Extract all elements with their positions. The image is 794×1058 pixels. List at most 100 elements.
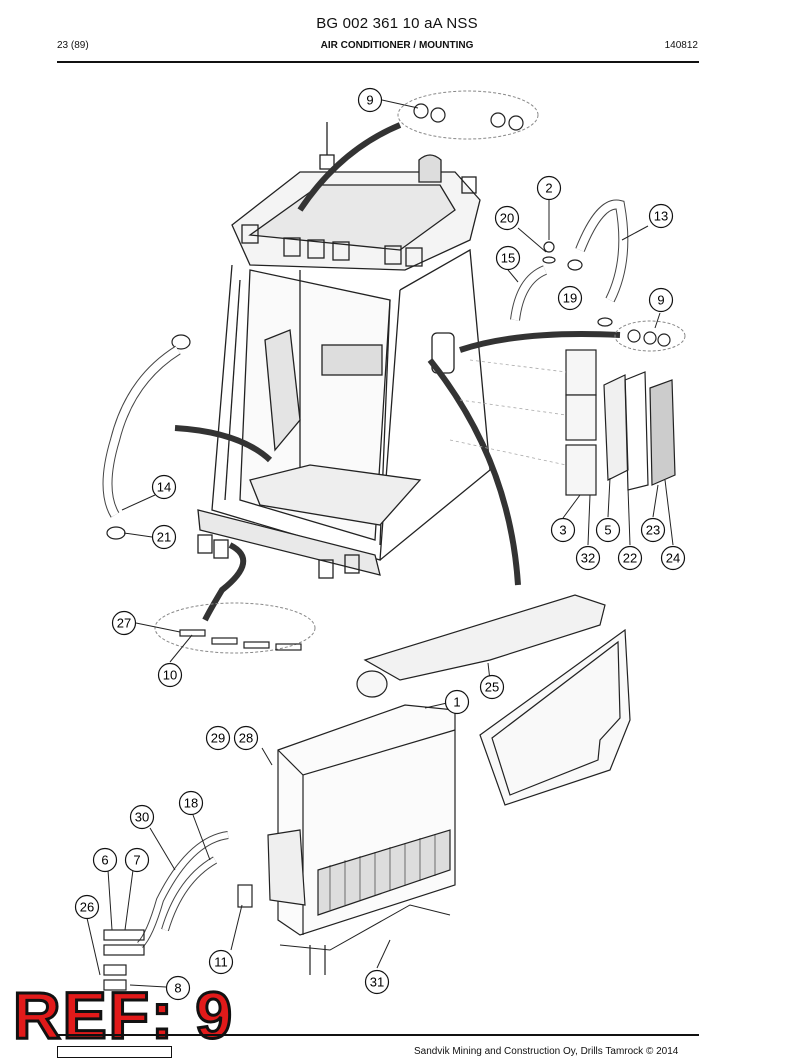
- callout-number: 31: [370, 975, 384, 990]
- callout-circle: [617, 545, 643, 571]
- callout-circle: [550, 517, 576, 543]
- callout-24: 24: [660, 545, 686, 571]
- small-parts: [102, 103, 676, 991]
- callout-number: 32: [581, 551, 595, 566]
- callout-13: 13: [648, 203, 674, 229]
- callout-15: 15: [495, 245, 521, 271]
- callout-circle: [479, 674, 505, 700]
- callout-circle: [495, 245, 521, 271]
- callout-number: 29: [211, 731, 225, 746]
- callout-number: 14: [157, 480, 171, 495]
- callout-circle: [129, 804, 155, 830]
- callout-number: 24: [666, 551, 680, 566]
- document-title: BG 002 361 10 aA NSS: [316, 15, 478, 32]
- callout-number: 19: [563, 291, 577, 306]
- callout-5: 5: [595, 517, 621, 543]
- callout-circle: [357, 87, 383, 113]
- callout-circle: [575, 545, 601, 571]
- callout-31: 31: [364, 969, 390, 995]
- callout-8: 8: [165, 975, 191, 1001]
- callout-18: 18: [178, 790, 204, 816]
- callout-27: 27: [111, 610, 137, 636]
- callout-26: 26: [74, 894, 100, 920]
- callout-23: 23: [640, 517, 666, 543]
- callout-number: 8: [174, 981, 181, 996]
- callout-9: 9: [357, 87, 383, 113]
- callout-number: 27: [117, 616, 131, 631]
- callout-10: 10: [157, 662, 183, 688]
- callout-19: 19: [557, 285, 583, 311]
- callout-28: 28: [233, 725, 259, 751]
- callout-25: 25: [479, 674, 505, 700]
- callout-number: 7: [133, 853, 140, 868]
- callout-number: 11: [214, 955, 228, 970]
- callout-circle: [157, 662, 183, 688]
- callout-circle: [124, 847, 150, 873]
- callout-circle: [92, 847, 118, 873]
- callout-circle: [660, 545, 686, 571]
- callout-circle: [444, 689, 470, 715]
- callout-11: 11: [208, 949, 234, 975]
- section-title: AIR CONDITIONER / MOUNTING: [320, 40, 474, 51]
- document-date: 140812: [664, 40, 698, 51]
- page-number: 23 (89): [57, 40, 89, 51]
- callout-number: 9: [657, 293, 664, 308]
- callout-number: 1: [453, 695, 460, 710]
- callout-20: 20: [494, 205, 520, 231]
- callout-circle: [74, 894, 100, 920]
- callout-number: 21: [157, 530, 171, 545]
- callout-21: 21: [151, 524, 177, 550]
- callout-number: 28: [239, 731, 253, 746]
- callout-circle: [208, 949, 234, 975]
- header-rule: [57, 61, 699, 63]
- callout-number: 6: [101, 853, 108, 868]
- callout-number: 30: [135, 810, 149, 825]
- callout-number: 13: [654, 209, 668, 224]
- ref-label: REF: 9: [11, 978, 235, 1052]
- callout-3: 3: [550, 517, 576, 543]
- callout-circle: [178, 790, 204, 816]
- callout-circle: [165, 975, 191, 1001]
- callout-14: 14: [151, 474, 177, 500]
- footer-logo: [57, 1046, 172, 1058]
- callout-number: 23: [646, 523, 660, 538]
- callout-7: 7: [124, 847, 150, 873]
- callout-number: 18: [184, 796, 198, 811]
- callout-circle: [111, 610, 137, 636]
- callout-number: 10: [163, 668, 177, 683]
- callout-circle: [648, 203, 674, 229]
- callout-number: 22: [623, 551, 637, 566]
- callout-number: 5: [604, 523, 611, 538]
- callout-29: 29: [205, 725, 231, 751]
- leader-arcs: [174, 122, 621, 622]
- callout-22: 22: [617, 545, 643, 571]
- callout-6: 6: [92, 847, 118, 873]
- callout-1: 1: [444, 689, 470, 715]
- callout-number: 26: [80, 900, 94, 915]
- callout-circle: [557, 285, 583, 311]
- callout-2: 2: [536, 175, 562, 201]
- callout-number: 20: [500, 211, 514, 226]
- footer-copyright: Sandvik Mining and Construction Oy, Dril…: [414, 1046, 679, 1057]
- callout-circle: [364, 969, 390, 995]
- callout-32: 32: [575, 545, 601, 571]
- callout-number: 9: [366, 93, 373, 108]
- callout-circle: [151, 474, 177, 500]
- callout-number: 3: [559, 523, 566, 538]
- callout-30: 30: [129, 804, 155, 830]
- callout-number: 2: [545, 181, 552, 196]
- callout-circle: [595, 517, 621, 543]
- callout-circle: [233, 725, 259, 751]
- callout-circle: [648, 287, 674, 313]
- callout-number: 25: [485, 680, 499, 695]
- cab-drawing: [197, 122, 491, 579]
- callout-number: 15: [501, 251, 515, 266]
- callout-circle: [205, 725, 231, 751]
- group-outlines: [154, 90, 686, 654]
- callout-circle: [640, 517, 666, 543]
- callout-circle: [536, 175, 562, 201]
- callout-circle: [494, 205, 520, 231]
- callout-9: 9: [648, 287, 674, 313]
